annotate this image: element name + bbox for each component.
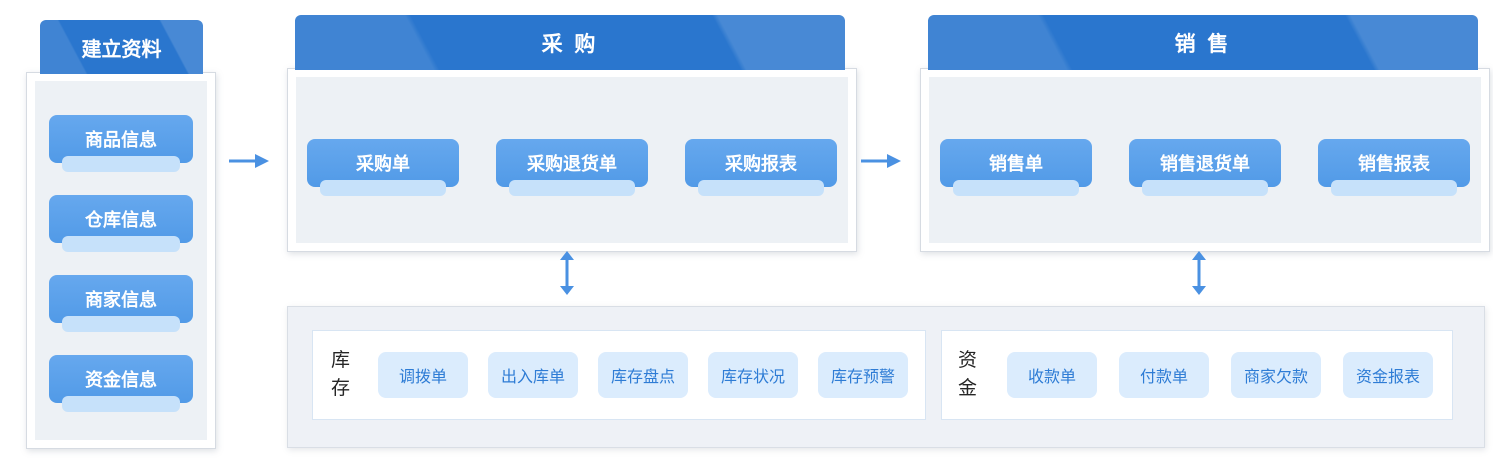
in-out-warehouse-chip[interactable]: 出入库单 (488, 352, 579, 398)
sales-panel: 销售单 销售退货单 销售报表 (920, 68, 1490, 252)
master-data-title: 建立资料 (81, 38, 162, 61)
purchase-panel: 采购单 采购退货单 采购报表 (287, 68, 857, 252)
purchase-return-button[interactable]: 采购退货单 (496, 139, 648, 196)
merchant-info-button[interactable]: 商家信息 (49, 275, 193, 332)
payment-order-chip[interactable]: 付款单 (1119, 352, 1209, 398)
sales-order-button[interactable]: 销售单 (940, 139, 1092, 196)
inventory-check-chip[interactable]: 库存盘点 (598, 352, 689, 398)
product-info-label: 商品信息 (85, 130, 157, 150)
merchant-debt-label: 商家欠款 (1244, 369, 1309, 386)
vertical-double-arrow-icon (556, 250, 578, 296)
purchase-panel-inner: 采购单 采购退货单 采购报表 (296, 77, 848, 243)
purchase-return-label: 采购退货单 (527, 154, 617, 174)
vertical-double-arrow-icon (1188, 250, 1210, 296)
merchant-debt-chip[interactable]: 商家欠款 (1231, 352, 1322, 398)
warehouse-info-label: 仓库信息 (85, 210, 157, 230)
transfer-order-chip[interactable]: 调拨单 (378, 352, 468, 398)
right-arrow-icon (228, 150, 270, 172)
payment-order-label: 付款单 (1139, 369, 1188, 386)
inventory-warning-chip[interactable]: 库存预警 (818, 352, 909, 398)
transfer-order-label: 调拨单 (398, 369, 447, 386)
inventory-box: 库存 调拨单 出入库单 库存盘点 库存状况 库存预警 (312, 330, 926, 420)
funds-box: 资金 收款单 付款单 商家欠款 资金报表 (941, 330, 1453, 420)
purchase-order-button[interactable]: 采购单 (307, 139, 459, 196)
purchase-report-button[interactable]: 采购报表 (685, 139, 837, 196)
inventory-status-label: 库存状况 (721, 369, 786, 386)
inventory-warning-label: 库存预警 (831, 369, 896, 386)
receipt-order-label: 收款单 (1027, 369, 1076, 386)
funds-report-label: 资金报表 (1356, 369, 1421, 386)
sales-title: 销 售 (1174, 32, 1232, 56)
master-data-panel-inner: 商品信息 仓库信息 商家信息 资金信息 (35, 81, 207, 440)
inventory-status-chip[interactable]: 库存状况 (708, 352, 799, 398)
sales-order-label: 销售单 (989, 154, 1043, 174)
master-data-header: 建立资料 (40, 20, 203, 74)
in-out-warehouse-label: 出入库单 (501, 369, 566, 386)
funds-section-label: 资金 (957, 350, 977, 399)
master-data-panel: 商品信息 仓库信息 商家信息 资金信息 (26, 72, 216, 449)
sales-return-label: 销售退货单 (1160, 154, 1250, 174)
warehouse-info-button[interactable]: 仓库信息 (49, 195, 193, 252)
right-arrow-icon (860, 150, 902, 172)
sales-return-button[interactable]: 销售退货单 (1129, 139, 1281, 196)
sales-report-label: 销售报表 (1358, 154, 1430, 174)
funds-info-label: 资金信息 (85, 370, 157, 390)
bottom-panel: 库存 调拨单 出入库单 库存盘点 库存状况 库存预警 资金 收款单 付款 (287, 306, 1485, 448)
funds-info-button[interactable]: 资金信息 (49, 355, 193, 412)
sales-panel-inner: 销售单 销售退货单 销售报表 (929, 77, 1481, 243)
receipt-order-chip[interactable]: 收款单 (1007, 352, 1097, 398)
funds-report-chip[interactable]: 资金报表 (1343, 352, 1434, 398)
purchase-order-label: 采购单 (356, 154, 410, 174)
merchant-info-label: 商家信息 (85, 290, 157, 310)
purchase-report-label: 采购报表 (725, 154, 797, 174)
inventory-section-label: 库存 (330, 350, 350, 399)
purchase-header: 采 购 (295, 15, 845, 70)
purchase-title: 采 购 (541, 32, 599, 56)
sales-header: 销 售 (928, 15, 1478, 70)
product-info-button[interactable]: 商品信息 (49, 115, 193, 172)
sales-report-button[interactable]: 销售报表 (1318, 139, 1470, 196)
inventory-check-label: 库存盘点 (611, 369, 676, 386)
